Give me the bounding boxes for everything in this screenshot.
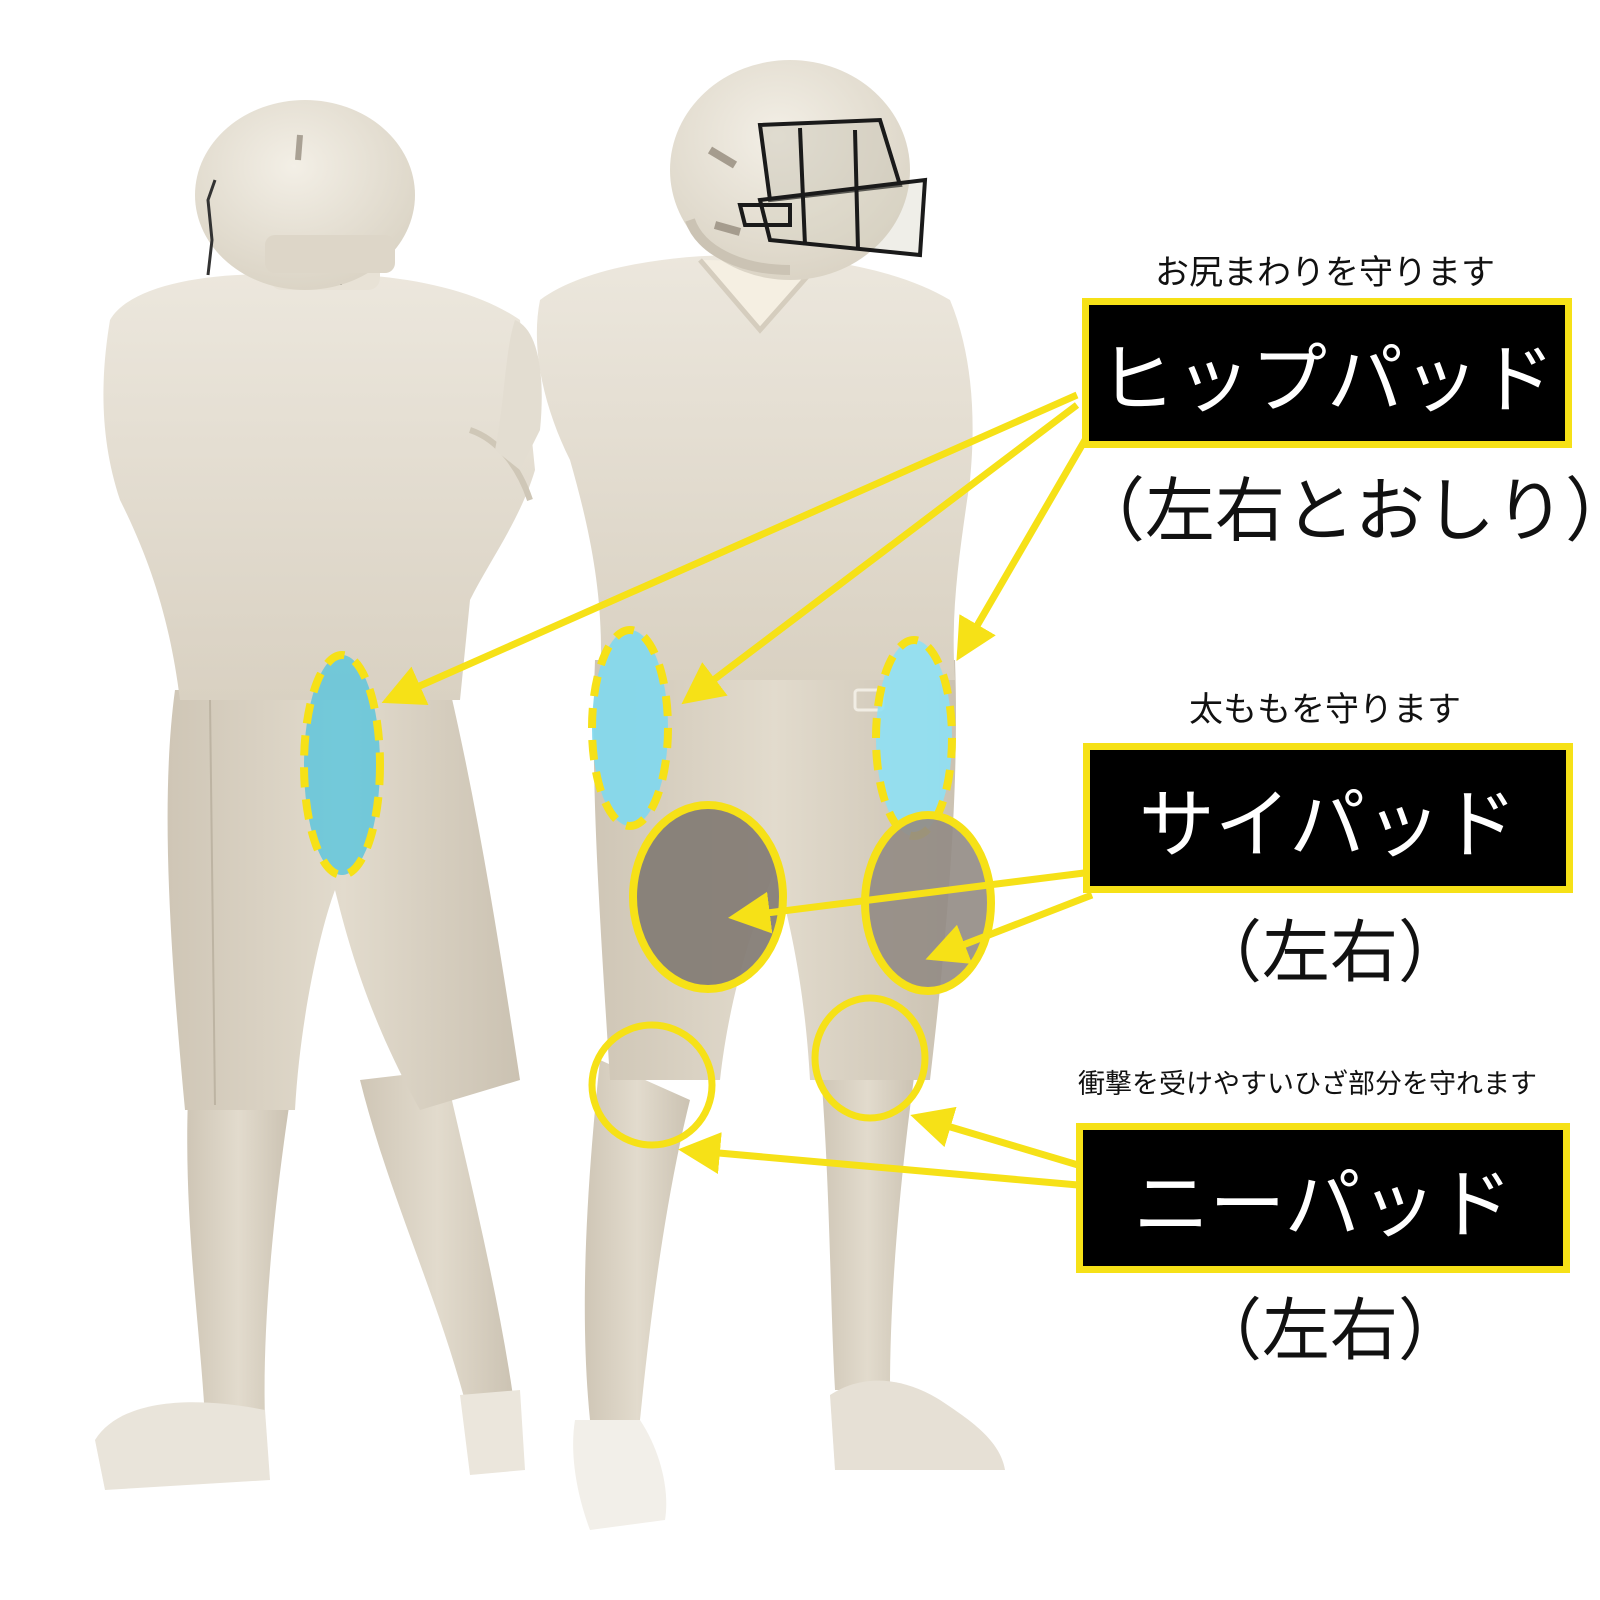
knee-pad-label: ニーパッド: [1076, 1123, 1570, 1273]
hip-pad-caption: お尻まわりを守ります: [1155, 253, 1495, 293]
knee-pad-markers: [588, 994, 929, 1149]
hip-pad-label: ヒップパッド: [1082, 298, 1572, 448]
knee-pad-right-marker: [811, 994, 929, 1122]
hip-pad-back-marker: [300, 651, 384, 879]
thigh-pad-caption: 太ももを守ります: [1189, 690, 1461, 730]
player-back-view: [95, 100, 535, 1490]
thigh-pad-sublabel: （左右）: [1193, 914, 1466, 993]
hip-pad-left-marker: [588, 626, 672, 830]
hip-pad-markers: [300, 626, 956, 879]
callout-arrows: [381, 391, 1094, 1189]
knee-pad-sublabel: （左右）: [1193, 1292, 1466, 1371]
thigh-pad-left-marker: [629, 801, 787, 993]
hip-pad-sublabel: （左右とおしり）: [1075, 470, 1600, 552]
facemask: [737, 117, 928, 258]
knee-pad-left-marker: [588, 1021, 716, 1149]
knee-pad-caption: 衝撃を受けやすいひざ部分を守れます: [1078, 1069, 1537, 1100]
thigh-pad-right-marker: [861, 811, 995, 995]
hip-pad-right-marker: [872, 636, 956, 840]
thigh-pad-label: サイパッド: [1083, 743, 1573, 893]
